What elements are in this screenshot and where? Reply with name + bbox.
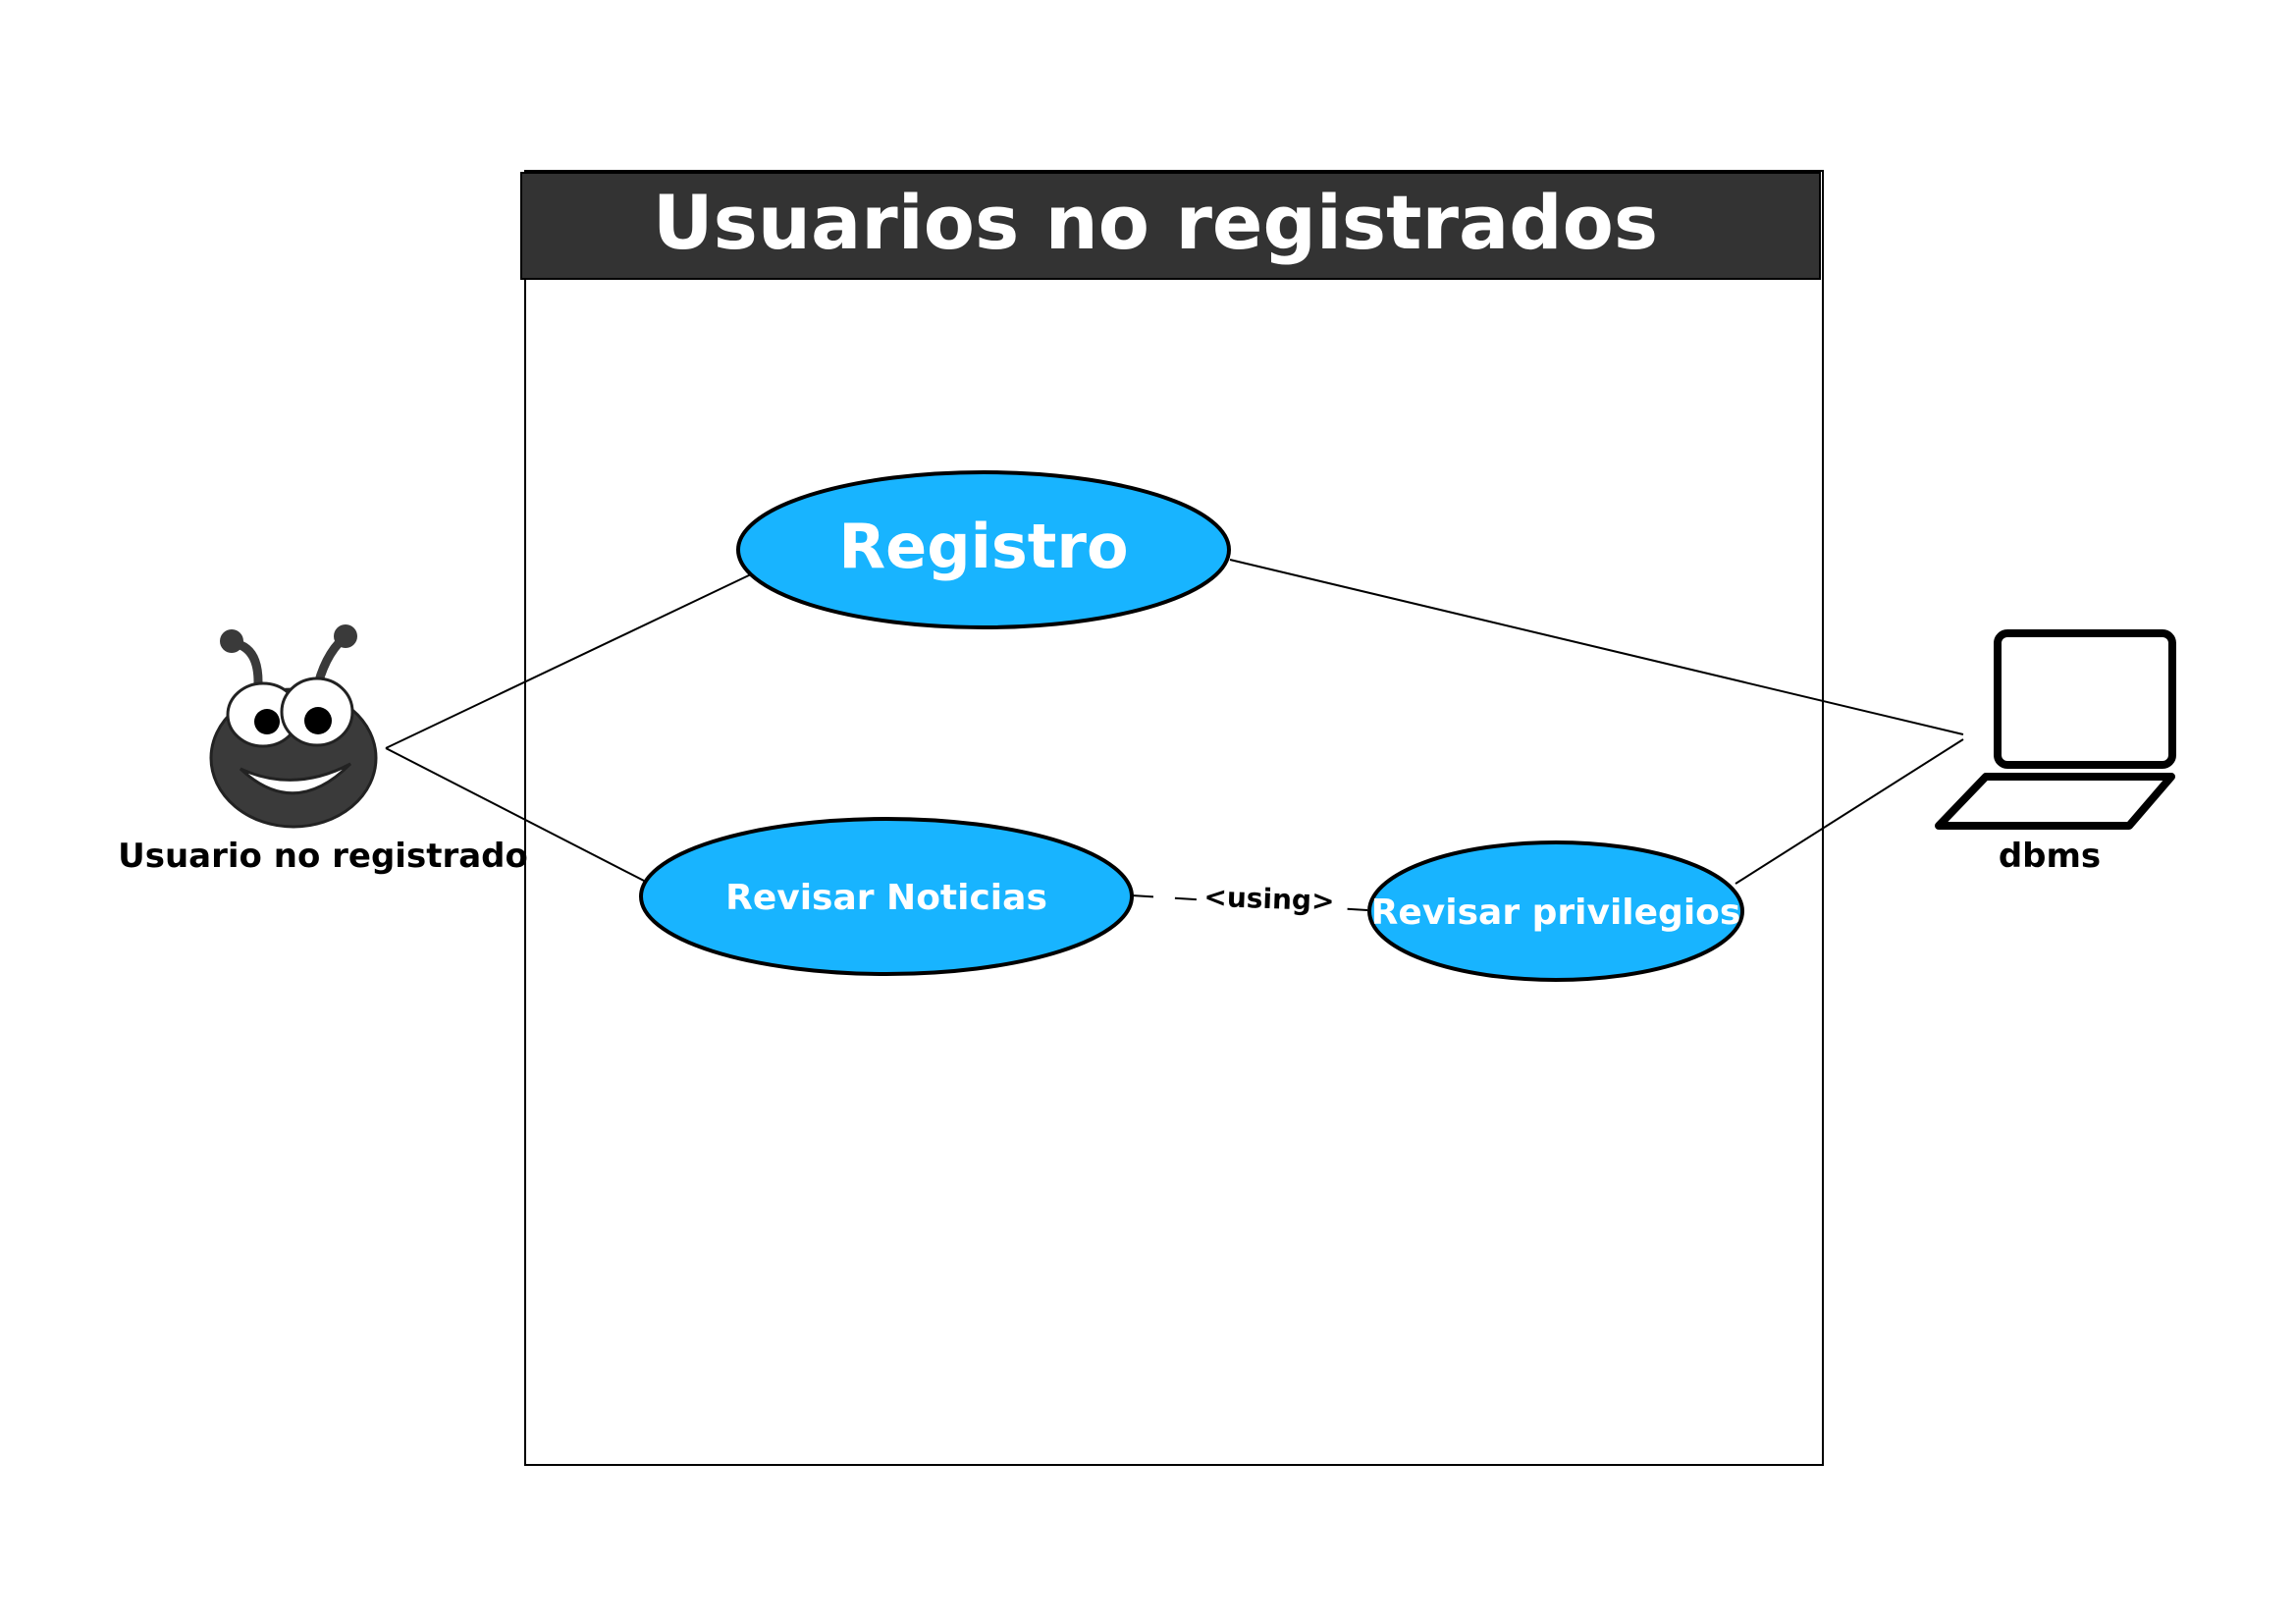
laptop-icon — [1935, 629, 2176, 830]
using-label-bg — [1205, 882, 1333, 915]
actor-usuario-no-registrado-label: Usuario no registrado — [118, 837, 528, 876]
system-title: Usuarios no registrados — [653, 179, 1658, 266]
association-line — [385, 573, 752, 749]
use-case-registro-label: Registro — [838, 511, 1128, 582]
system-boundary — [524, 170, 1824, 1466]
bug-character-icon — [209, 624, 378, 829]
system-title-bar — [520, 172, 1821, 280]
association-line — [385, 747, 647, 883]
using-label: <using> — [1203, 881, 1335, 918]
use-case-revisar-privilegios[interactable] — [1367, 840, 1744, 982]
use-case-revisar-privilegios-label: Revisar privilegios — [1371, 893, 1741, 933]
use-case-revisar-noticias-label: Revisar Noticias — [725, 878, 1047, 918]
use-case-revisar-noticias[interactable] — [639, 817, 1134, 976]
actor-dbms-label: dbms — [1999, 837, 2101, 876]
association-line — [1735, 738, 1964, 885]
use-case-registro[interactable] — [736, 470, 1231, 629]
association-line — [1229, 559, 1964, 735]
